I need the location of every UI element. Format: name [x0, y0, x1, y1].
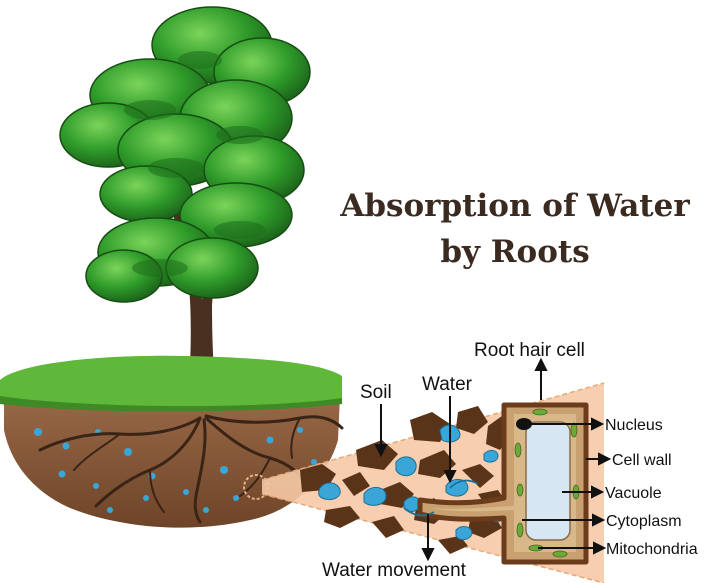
label-root-hair-cell: Root hair cell [474, 340, 585, 361]
tree [59, 6, 311, 420]
nucleus-shape [516, 418, 532, 430]
mitochondria-shapes [514, 408, 580, 558]
soil-body [4, 391, 340, 528]
grass-top [0, 355, 342, 410]
vacuole-shape [525, 421, 571, 541]
root-hair-cell [417, 402, 589, 565]
label-soil: Soil [360, 382, 392, 403]
label-nucleus: Nucleus [605, 417, 663, 434]
tree-canopy [59, 6, 311, 303]
label-mitochondria: Mitochondria [606, 541, 698, 558]
diagram-title-line-1: Absorption of Water [340, 188, 690, 224]
label-water: Water [422, 374, 473, 395]
ground-island [0, 355, 344, 528]
zoom-panel [261, 382, 605, 583]
label-leaders [374, 357, 612, 562]
label-vacuole: Vacuole [605, 485, 662, 502]
label-cell-wall: Cell wall [612, 452, 672, 469]
diagram-title-line-2: by Roots [440, 234, 590, 270]
tree-roots [38, 414, 344, 524]
diagram-labels: Root hair cell Soil Water Nucleus Cell w… [322, 340, 698, 581]
label-water-movement: Water movement [322, 560, 467, 581]
label-cytoplasm: Cytoplasm [606, 513, 682, 530]
water-flow-arrows [403, 479, 479, 517]
